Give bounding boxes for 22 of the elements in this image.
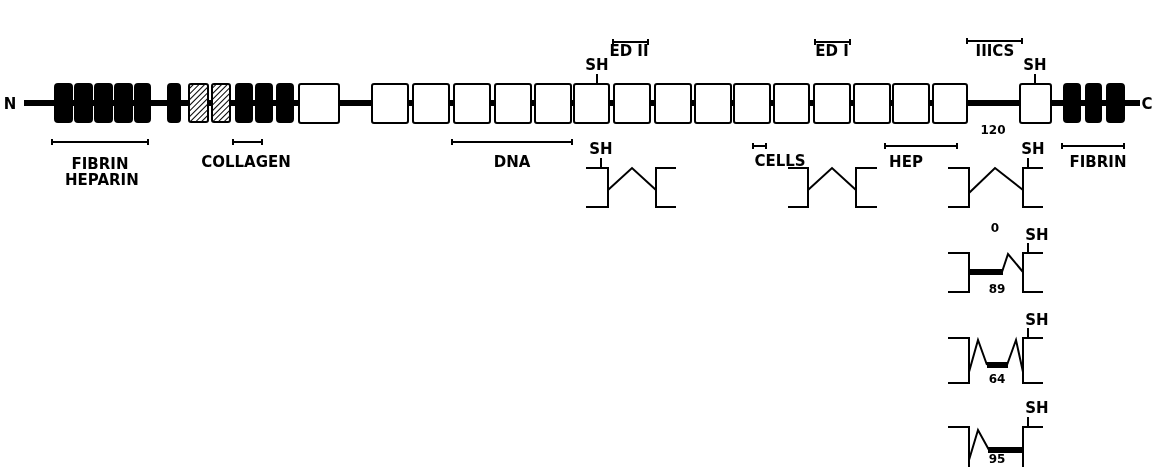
residue-count: 64 [988,371,1006,387]
sh-label: SH [589,141,613,157]
sh-label: SH [1025,312,1049,328]
region-label: ED II [609,43,649,59]
sh-label: SH [585,57,609,73]
binding-site-label: HEP [889,154,923,170]
terminus-label: N [3,96,17,112]
binding-site-label: FIBRIN [1069,154,1127,170]
sh-label: SH [1025,400,1049,416]
residue-count: 95 [988,451,1006,467]
sh-label: SH [1025,227,1049,243]
residue-count: 89 [988,281,1006,297]
region-label: ED I [815,43,849,59]
region-label: IIICS [975,43,1015,59]
binding-site-label: COLLAGEN [201,154,291,170]
terminus-label: C [1141,96,1152,112]
binding-site-label: DNA [493,154,531,170]
residue-count: 120 [980,122,1006,138]
sh-label: SH [1023,57,1047,73]
binding-site-label: CELLS [754,153,806,169]
residue-count: 0 [990,220,1000,236]
sh-label: SH [1021,141,1045,157]
